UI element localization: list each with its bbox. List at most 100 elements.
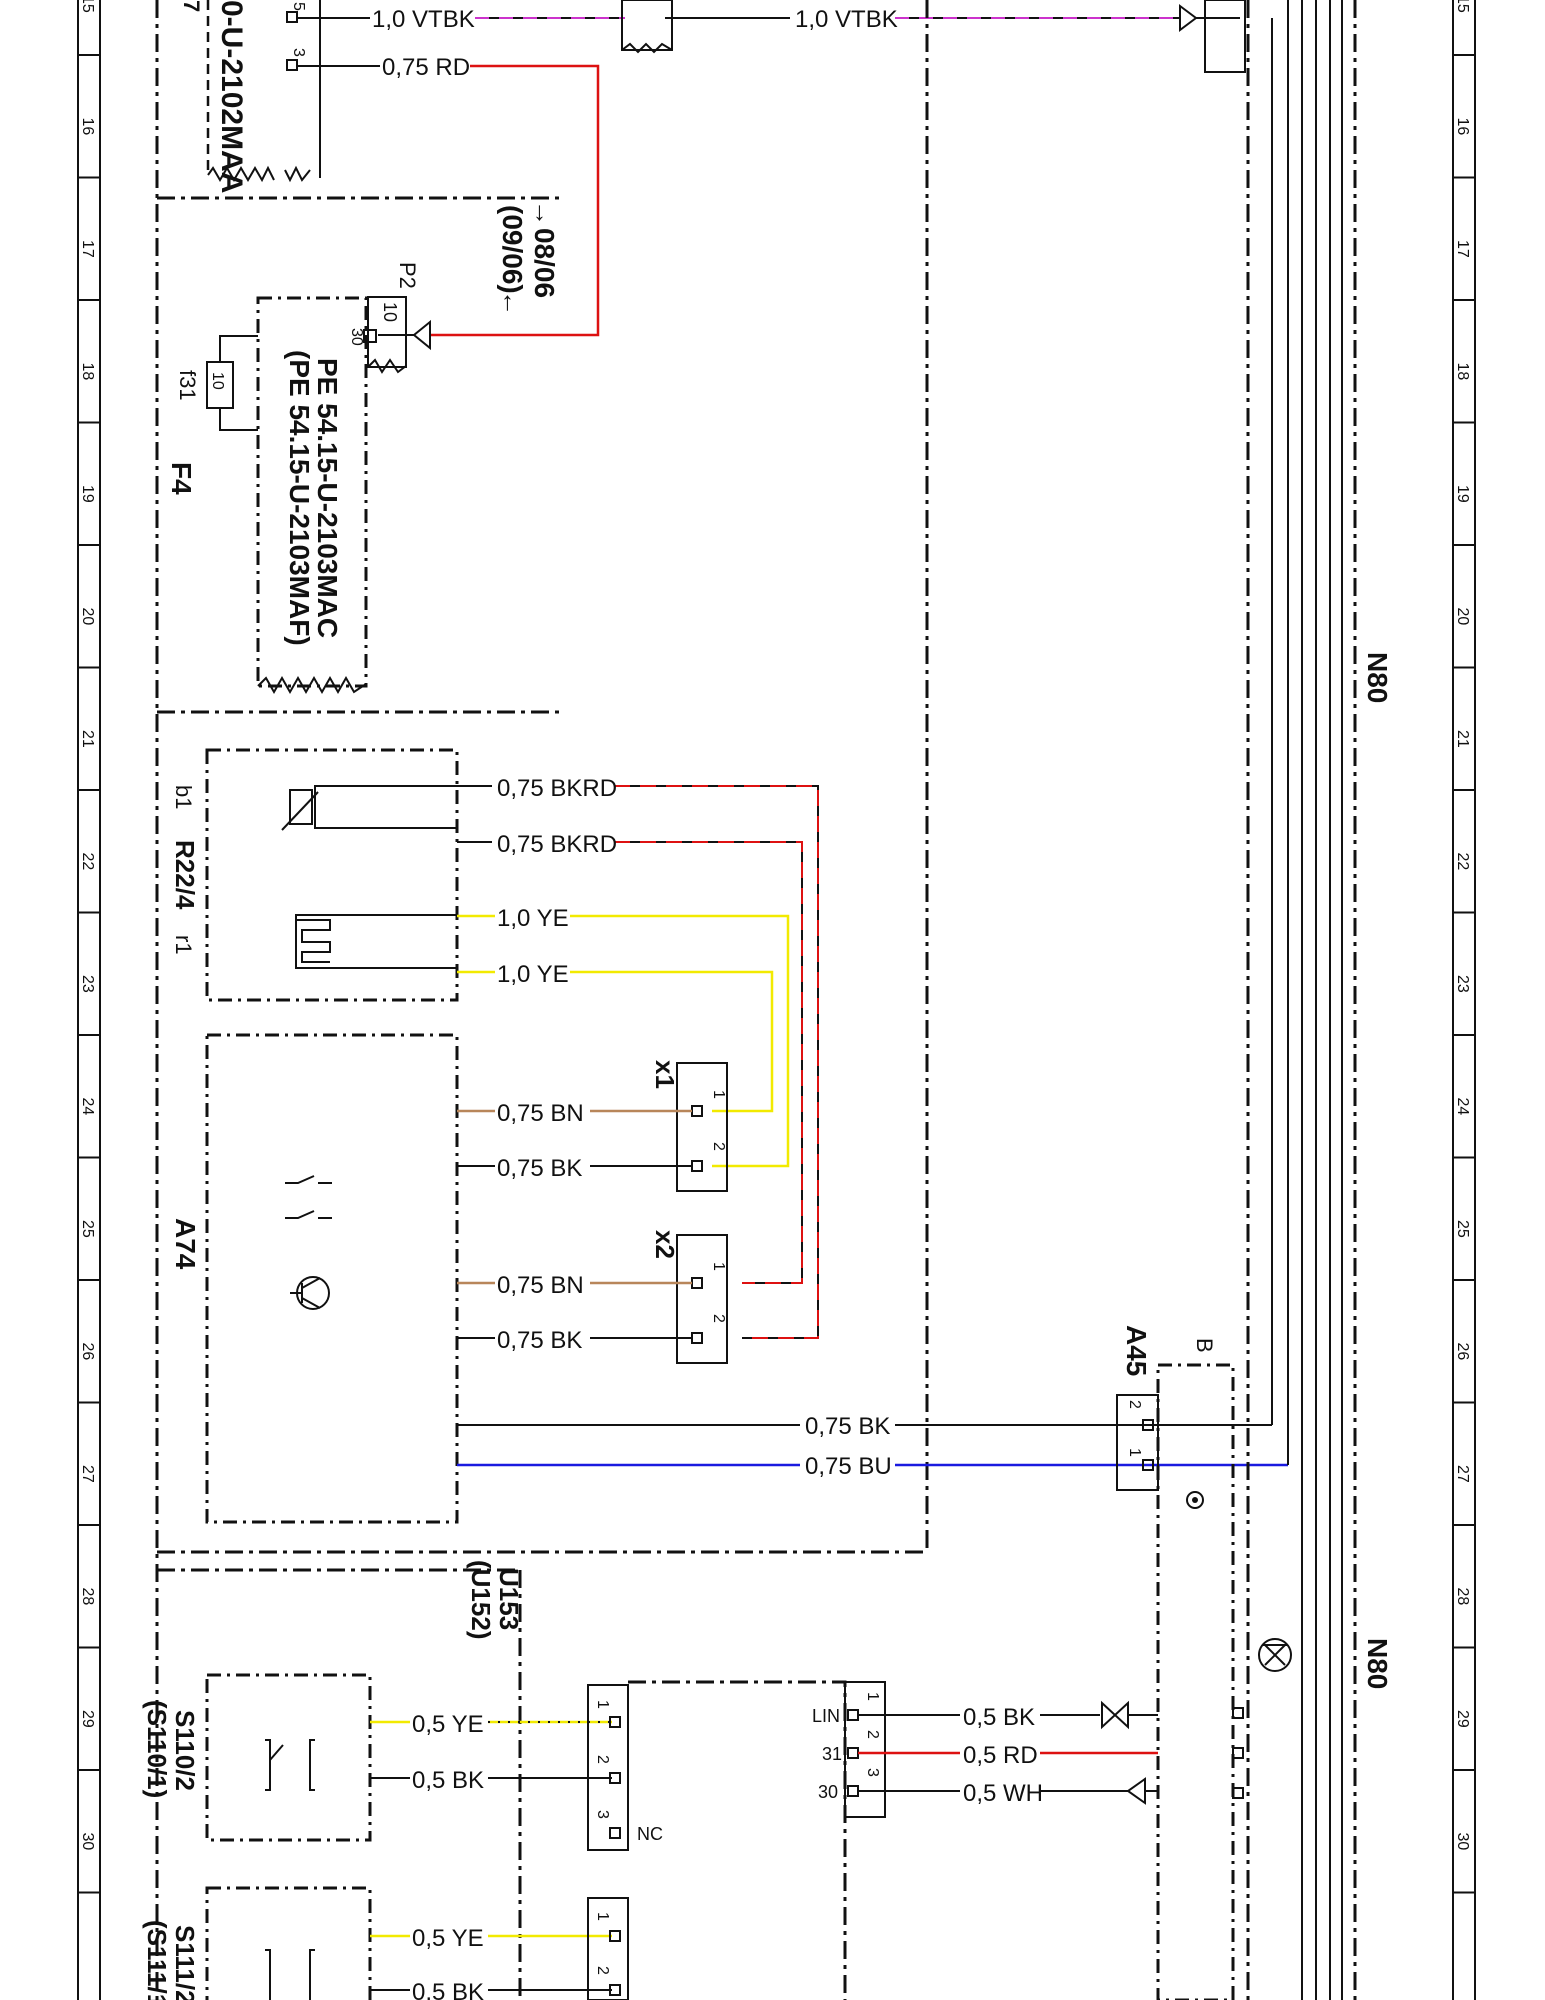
connector-2102maa: 0-U-2102MAA 5 3 xyxy=(206,0,321,193)
grid-row-label: 25 xyxy=(79,1220,96,1238)
wire-bk-2: 0,75 BK xyxy=(457,1327,692,1354)
pin30b-label: 30 xyxy=(818,1782,838,1802)
s110-pin3: 3 xyxy=(594,1810,611,1819)
wire-bn-1-label: 0,75 BN xyxy=(497,1100,584,1127)
wire-bkrd-1-label: 0,75 BKRD xyxy=(497,775,617,802)
module-a74: A74 xyxy=(170,1033,459,1524)
s111-1-label: (S111/1) xyxy=(142,1920,172,2000)
wire-vtbk-right-label: 1,0 VTBK xyxy=(795,6,898,33)
grid-row-label: 22 xyxy=(1454,853,1471,871)
grid-row-label: 16 xyxy=(1454,118,1471,136)
r22-label: R22/4 xyxy=(170,840,200,910)
connector-lin: 1 2 3 LIN 31 30 xyxy=(812,1681,886,1818)
n80-bottom-label: N80 xyxy=(1362,1638,1393,1689)
grid-row-label: 30 xyxy=(79,1833,96,1851)
nc-label: NC xyxy=(637,1824,663,1844)
x1-pin1: 1 xyxy=(710,1090,727,1099)
wire-ye-s110: 0,5 YE xyxy=(370,1711,612,1738)
fuse-id-label: f31 xyxy=(175,370,200,401)
date-arrow-icon: → xyxy=(529,200,559,226)
wire-ye-2: 1,0 YE xyxy=(457,961,774,1113)
sensor-r22-4: b1 R22/4 r1 xyxy=(170,748,459,1002)
u153-label: U153 xyxy=(494,1568,524,1630)
wire-bk-s110: 0,5 BK xyxy=(370,1767,612,1794)
s111-pin1: 1 xyxy=(594,1912,611,1921)
pe-line1: PE 54.15-U-2103MAC xyxy=(312,358,343,638)
grid-row-label: 18 xyxy=(1454,363,1471,381)
wire-bn-2: 0,75 BN xyxy=(457,1272,692,1299)
a74-label: A74 xyxy=(170,1218,201,1270)
wire-bk-s111: 0,5 BK xyxy=(370,1979,612,2000)
lin-label: LIN xyxy=(812,1706,840,1726)
wire-rd-31: 0,5 RD xyxy=(858,1742,1158,1769)
grid-row-label: 22 xyxy=(79,853,96,871)
grid-row-label: 19 xyxy=(79,485,96,503)
grid-row-label: 17 xyxy=(1454,240,1471,258)
pe-line2: (PE 54.15-U-2103MAF) xyxy=(284,350,315,646)
s111-pin2: 2 xyxy=(594,1966,611,1975)
module-n80: N80 N80 xyxy=(1232,0,1393,2000)
a45-label: A45 xyxy=(1121,1325,1152,1376)
connector-s110-block: 1 2 3 NC 1 2 xyxy=(587,1684,663,2000)
wire-bk-a45-label: 0,75 BK xyxy=(805,1413,890,1440)
module-u153: U153 (U152) xyxy=(157,1560,524,2000)
right-grid-rail xyxy=(1452,0,1476,2000)
grid-row-label: 18 xyxy=(79,363,96,381)
wire-bu-a45: 0,75 BU xyxy=(457,1453,1288,1480)
fuse-f31: 30 10 f31 F4 PE 54.15-U-2103MAC (PE 54.1… xyxy=(166,296,377,695)
date-arrow-back-icon: ← xyxy=(497,290,527,316)
grid-row-label: 20 xyxy=(79,608,96,626)
sheet-ref-top: 7 xyxy=(179,0,204,12)
s110-1-label: (S110/1) xyxy=(142,1700,172,1798)
x1-pin2: 2 xyxy=(710,1142,727,1151)
grid-row-label: 20 xyxy=(1454,608,1471,626)
a45-b-label: B xyxy=(1192,1338,1217,1353)
left-grid-rail xyxy=(77,0,101,2000)
a45-pin2: 2 xyxy=(1126,1400,1143,1409)
u152-label: (U152) xyxy=(466,1560,496,1639)
wire-bk-s111-label: 0,5 BK xyxy=(412,1979,484,2000)
wire-bk-a45: 0,75 BK xyxy=(457,1413,1272,1440)
switch-s110: S110/2 (S110/1) xyxy=(142,1673,372,1842)
module-a45: 2 1 A45 B xyxy=(1116,1325,1235,2000)
lin-pin1: 1 xyxy=(864,1692,881,1701)
grid-row-label: 29 xyxy=(79,1710,96,1728)
grid-row-label: 19 xyxy=(1454,485,1471,503)
p2-pin10-label: 10 xyxy=(380,302,400,322)
fuse-block-label: F4 xyxy=(166,462,197,495)
wire-bk-lin: 0,5 BK xyxy=(858,1700,1158,1731)
grid-row-label: 27 xyxy=(1454,1465,1471,1483)
wire-bn-2-label: 0,75 BN xyxy=(497,1272,584,1299)
grid-row-label: 15 xyxy=(1454,0,1471,13)
wire-bn-1: 0,75 BN xyxy=(457,1100,692,1127)
fuse-value-label: 10 xyxy=(209,372,226,390)
wire-ye-s111-label: 0,5 YE xyxy=(412,1925,484,1952)
wire-bk-1-label: 0,75 BK xyxy=(497,1155,582,1182)
date-to: (09/06) xyxy=(497,205,528,294)
wire-rd-top-label: 0,75 RD xyxy=(382,54,470,81)
grid-row-label: 21 xyxy=(79,730,96,748)
grid-ticks xyxy=(78,54,1475,1894)
a45-pin1: 1 xyxy=(1126,1448,1143,1457)
date-from: 08/06 xyxy=(529,228,560,298)
s110-2-label: S110/2 xyxy=(170,1710,200,1791)
p2-label: P2 xyxy=(395,262,420,289)
lin-pin2: 2 xyxy=(864,1730,881,1739)
grid-row-label: 28 xyxy=(79,1588,96,1606)
grid-row-label: 28 xyxy=(1454,1588,1471,1606)
wire-rd-31-label: 0,5 RD xyxy=(963,1742,1038,1769)
wire-ye-2-label: 1,0 YE xyxy=(497,961,569,988)
grid-row-label: 26 xyxy=(1454,1343,1471,1361)
n80-top-label: N80 xyxy=(1362,652,1393,703)
grid-row-label: 24 xyxy=(1454,1098,1471,1116)
x2-pin1: 1 xyxy=(710,1262,727,1271)
grid-row-label: 24 xyxy=(79,1098,96,1116)
wire-ye-1: 1,0 YE xyxy=(457,905,790,1168)
wire-vtbk: 1,0 VTBK 1,0 VTBK xyxy=(297,0,1246,73)
wire-bk-1: 0,75 BK xyxy=(457,1155,692,1182)
x2-label: x2 xyxy=(650,1230,680,1259)
grid-row-label: 29 xyxy=(1454,1710,1471,1728)
connector-x2: x2 1 2 xyxy=(650,1230,728,1364)
grid-row-label: 16 xyxy=(79,118,96,136)
